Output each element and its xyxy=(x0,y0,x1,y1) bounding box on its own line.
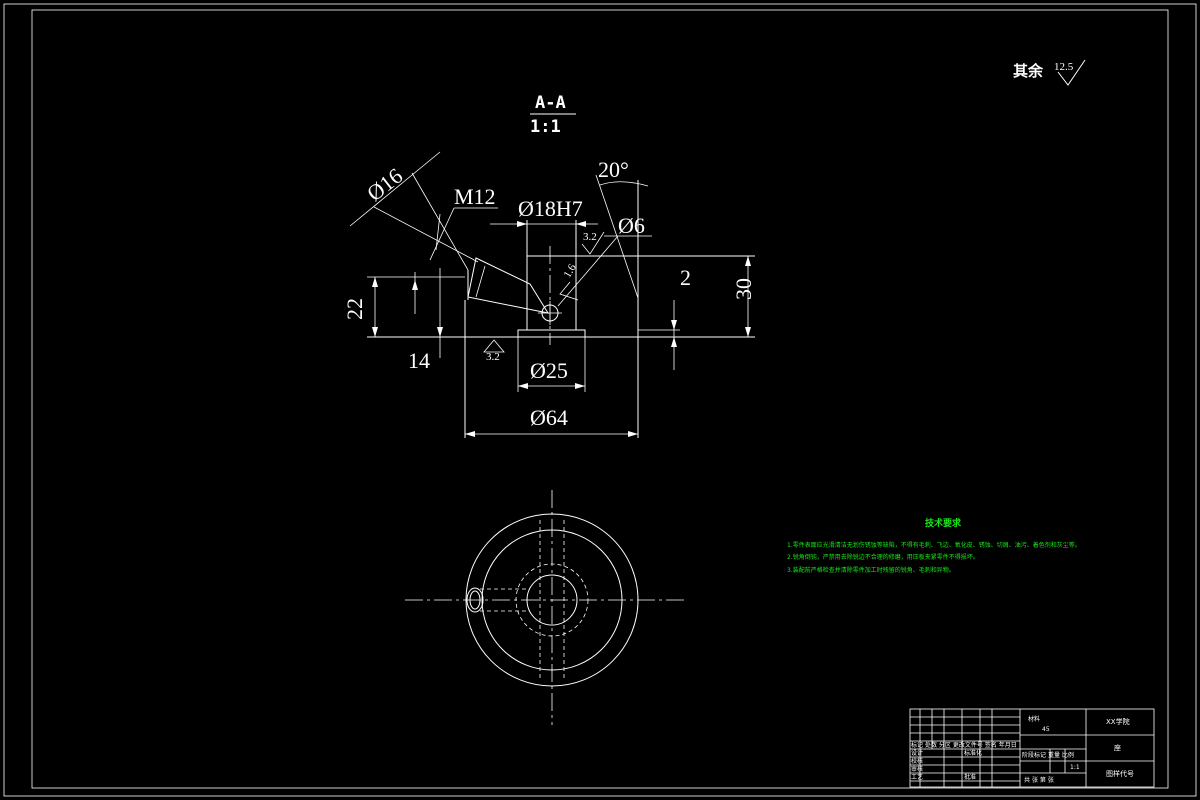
title-block-row-process: 工艺 xyxy=(911,773,923,781)
title-block-drawing-number: 图样代号 xyxy=(1106,769,1134,778)
title-block-material: 45 xyxy=(1042,726,1050,733)
dim-l14: 14 xyxy=(408,348,430,373)
dim-d6: Ø6 xyxy=(618,213,645,238)
general-roughness-value: 12.5 xyxy=(1054,61,1074,73)
tech-req-item-3: 3.装配前严格检查并清除零件加工时残留的锐角、毛刺和异物。 xyxy=(787,566,955,574)
sheet-outer-border xyxy=(3,3,1197,797)
title-block xyxy=(909,708,1155,788)
roughness-3-2-top: 3.2 xyxy=(583,231,597,243)
title-block-header: 标记 处数 分区 更改文件号 签名 年月日 xyxy=(911,741,1017,749)
title-block-mid: 阶段标记 重量 比例 xyxy=(1022,751,1074,759)
title-block-row-review: 审核 xyxy=(911,765,923,773)
sheet-inner-border xyxy=(31,9,1169,789)
dim-angle: 20° xyxy=(598,157,629,182)
title-block-material-label: 材料 xyxy=(1028,715,1040,723)
title-block-row-check: 校核 xyxy=(911,757,923,765)
title-block-part-name: 座 xyxy=(1114,743,1121,752)
section-view xyxy=(367,174,755,438)
dim-d25: Ø25 xyxy=(530,358,568,383)
tech-req-item-1: 1.零件表面应光滑清洁无划伤锈蚀等缺陷，不得有毛刺、飞边、氧化皮、锈蚀、切屑、油… xyxy=(787,541,1081,549)
tech-req-item-2: 2.锐角倒钝，严禁用去除锐边不合理的修磨，用压板夹紧零件不得损坏。 xyxy=(787,553,979,561)
dim-d16: Ø16 xyxy=(362,163,407,206)
tech-req-title: 技术要求 xyxy=(925,517,962,529)
section-scale: 1:1 xyxy=(530,117,561,137)
title-block-std: 标准化 xyxy=(964,749,982,757)
title-block-row-design: 设计 xyxy=(911,749,923,757)
title-block-sheets: 共 张 第 张 xyxy=(1024,776,1054,784)
dim-d16-line xyxy=(349,151,441,227)
section-title: A-A xyxy=(535,93,566,113)
general-roughness-symbol xyxy=(1057,59,1086,86)
dim-m12: M12 xyxy=(454,184,496,209)
dim-h30: 30 xyxy=(731,278,756,300)
general-roughness-label: 其余 xyxy=(1013,62,1044,80)
title-block-scale: 1:1 xyxy=(1070,764,1080,771)
top-view xyxy=(405,490,685,725)
dim-d64: Ø64 xyxy=(530,405,568,430)
dim-d18h7: Ø18H7 xyxy=(518,196,583,221)
dim-t2: 2 xyxy=(680,265,691,290)
roughness-3-2-bottom: 3.2 xyxy=(486,351,500,363)
title-block-approve: 批准 xyxy=(964,773,976,781)
title-block-school: XX学院 xyxy=(1106,717,1130,726)
dim-h22: 22 xyxy=(342,298,367,320)
